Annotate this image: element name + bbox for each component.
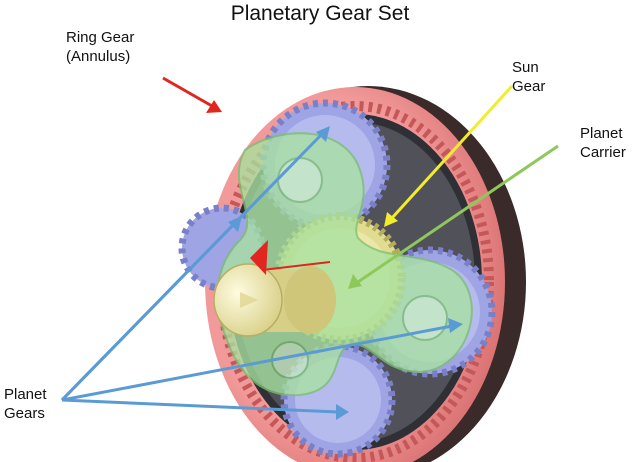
planet-gears-label-line1: Planet xyxy=(4,386,47,403)
shaft xyxy=(213,263,336,337)
ring-gear-label-line2: (Annulus) xyxy=(66,48,131,65)
planet-gears-label-line2: Gears xyxy=(4,405,45,422)
diagram-title: Planetary Gear Set xyxy=(230,2,410,25)
rotation-marker xyxy=(250,240,331,275)
sun-gear-label-line2: Gear xyxy=(512,78,546,95)
planet-gears-label: Planet Gears xyxy=(4,385,47,423)
sun-gear-arrow xyxy=(390,84,514,220)
planet-carrier-label-line2: Carrier xyxy=(580,144,626,161)
planet-carrier-label: Planet Carrier xyxy=(580,124,626,162)
leader-arrows xyxy=(60,76,559,420)
carrier-pin-top xyxy=(277,157,323,203)
ring-gear-label-line1: Ring Gear xyxy=(66,29,135,46)
ring-gear-label: Ring Gear (Annulus) xyxy=(66,28,134,66)
planet-gears-arrows xyxy=(60,132,453,414)
ring-gear-arrow xyxy=(162,76,213,108)
sun-gear-label: Sun Gear xyxy=(512,58,545,96)
planet-carrier-arrow xyxy=(357,144,559,284)
planet-carrier-label-line1: Planet xyxy=(580,125,623,142)
sun-gear-label-line1: Sun xyxy=(512,59,539,76)
